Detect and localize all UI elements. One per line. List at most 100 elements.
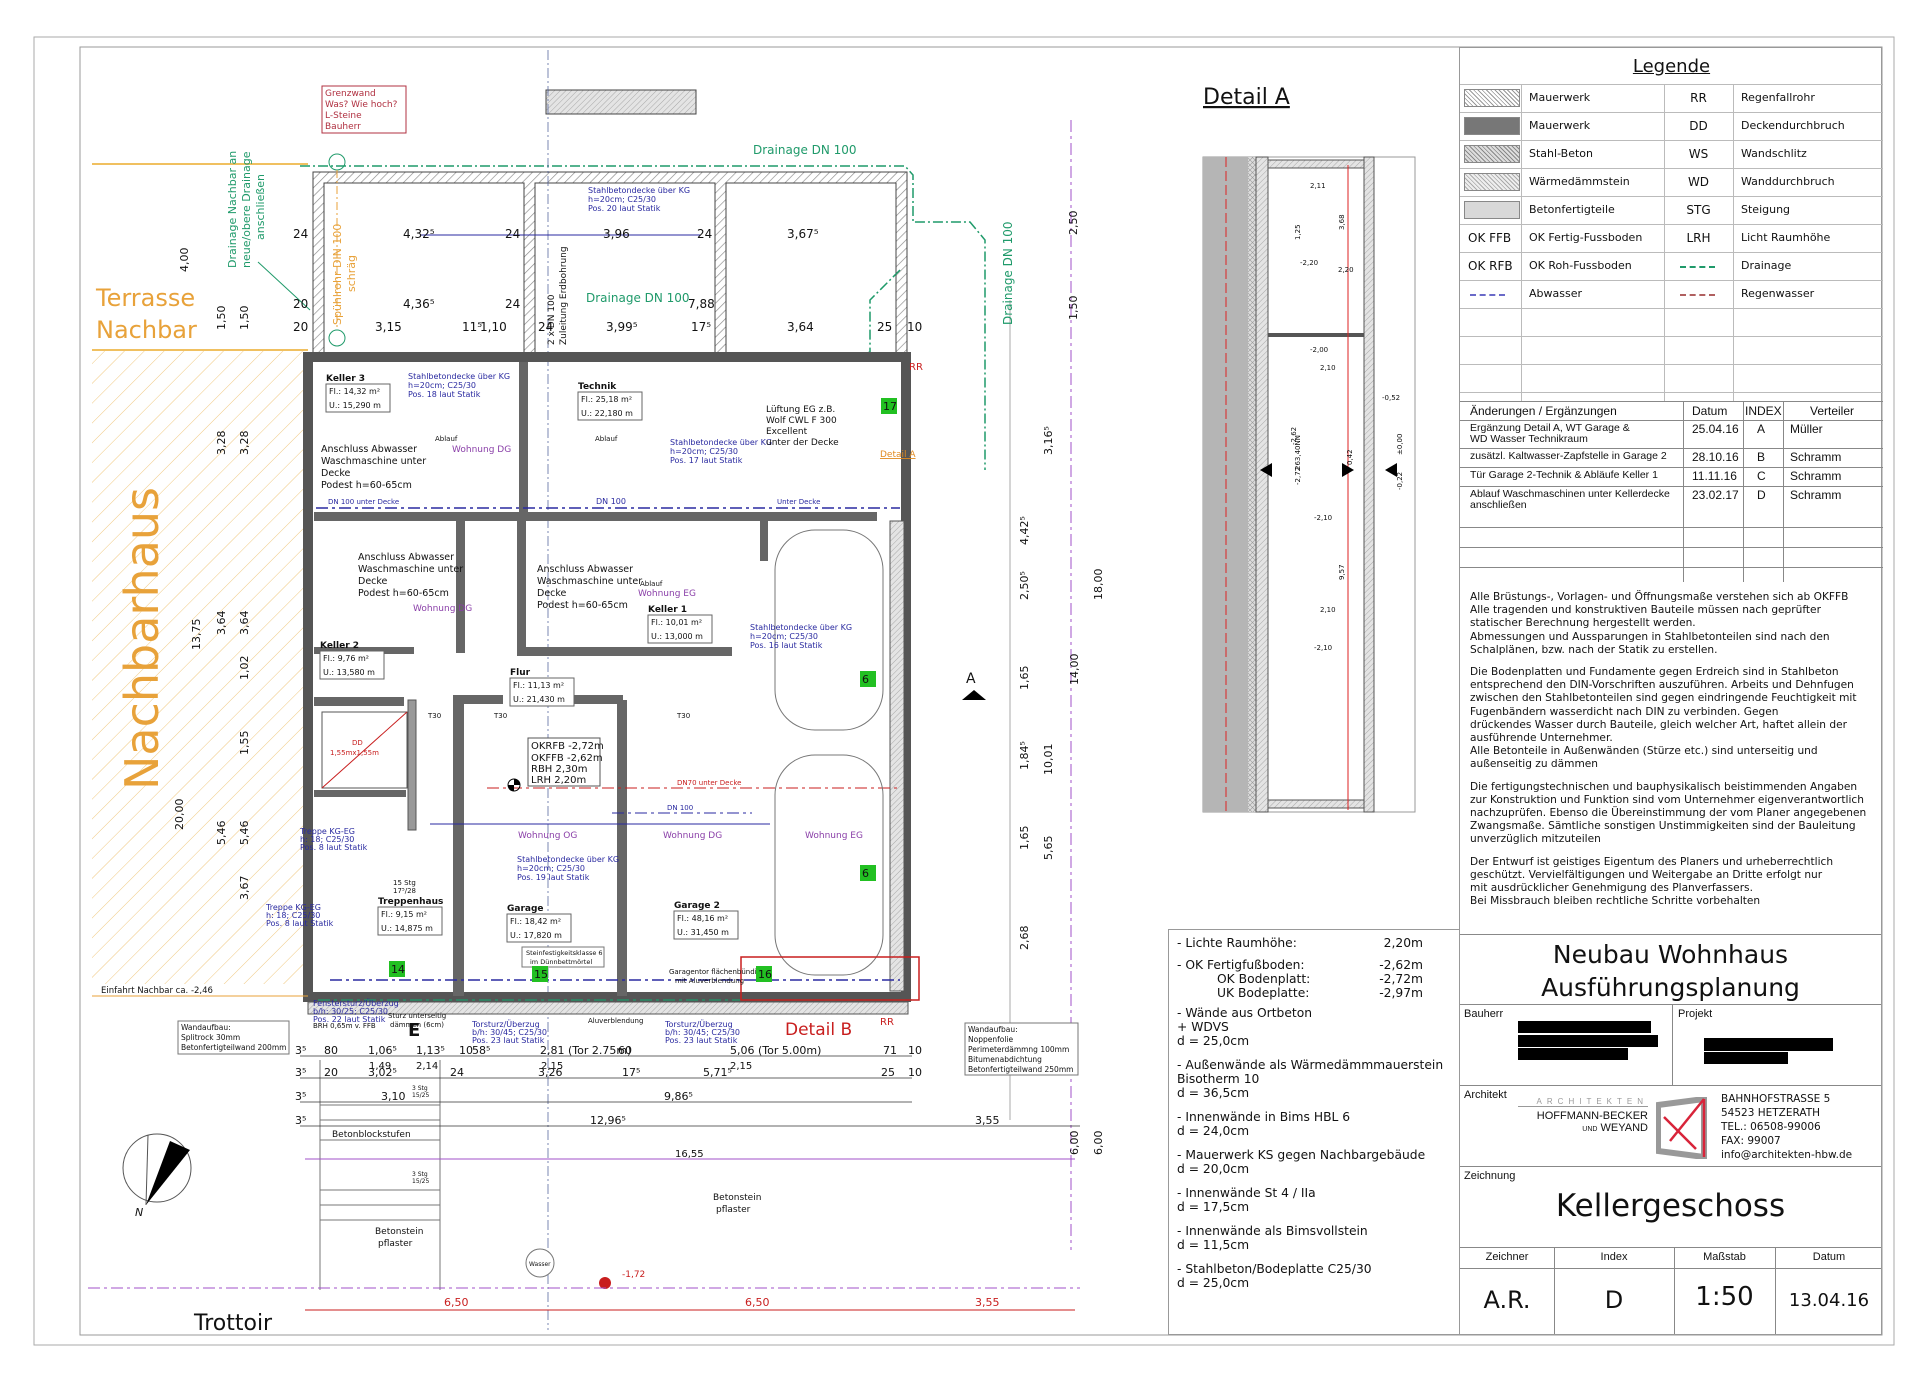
misc-labels: Ablauf Ablauf Ablauf DN 100 DN 100 unter…	[92, 362, 986, 1289]
wandaufbau-right-line: Bitumenabdichtung	[968, 1055, 1042, 1064]
torsturz-label: Torsturz/Überzug	[664, 1019, 733, 1029]
apartment-labels: Wohnung DG Wohnung EG Wohnung DG Wohnung…	[413, 445, 863, 841]
redacted-bauherr	[1518, 1048, 1628, 1060]
spec-text: - Wände aus Ortbeton + WDVS d = 25,0cm	[1177, 1006, 1313, 1048]
torsturz-label: Pos. 23 laut Statik	[665, 1036, 738, 1045]
dimension-label: 2,15	[730, 1061, 752, 1072]
dn100-label: DN 100	[596, 497, 626, 506]
pflaster-label: Betonstein	[713, 1193, 761, 1203]
drawing-frame	[79, 46, 1883, 1336]
level-okffb: OKFFB -2,62m	[531, 753, 603, 764]
treppe-label: Treppe KG-EG	[299, 827, 355, 836]
change-index: C	[1757, 469, 1766, 483]
grenzwand-note-box	[321, 85, 407, 134]
legend-swatch	[1464, 89, 1520, 107]
changes-header: Datum	[1692, 404, 1728, 418]
room-name: Flur	[510, 668, 531, 678]
room-area: Fl.: 11,13 m²	[513, 681, 564, 690]
dimension-label: 1,49	[369, 1061, 391, 1072]
project-title-line2: Ausführungsplanung	[1541, 973, 1800, 1002]
detail-a-label: ±0,00	[1396, 434, 1404, 455]
betonblockstufen-label: Betonblockstufen	[332, 1130, 411, 1140]
dn70-label: DN70 unter Decke	[677, 779, 741, 787]
detail-a-reference: Detail A	[880, 450, 916, 460]
dimension-label: 2,68	[1018, 926, 1031, 951]
drainage-label-mid: Drainage DN 100	[586, 291, 690, 305]
legend-meaning: Drainage	[1741, 259, 1792, 272]
spec-value: 2,20m	[1383, 936, 1423, 950]
marker-badge	[860, 865, 876, 881]
stairs-label: 15/25	[412, 1092, 429, 1099]
dimension-label: 4,36⁵	[403, 297, 435, 311]
light-well	[545, 89, 697, 115]
legend-symbol: OK RFB	[1468, 259, 1513, 273]
architect-address: BAHNHOFSTRASSE 5 54523 HETZERATH TEL.: 0…	[1721, 1092, 1852, 1162]
drainage-inspection-icon	[328, 153, 346, 171]
construction-specs: - Lichte Raumhöhe: 2,20m - OK Fertigfußb…	[1168, 929, 1460, 1335]
main-building-walls	[303, 352, 911, 1015]
change-description: Tür Garage 2-Technik & Abläufe Keller 1	[1470, 469, 1658, 481]
dimension-label: 3,96	[603, 227, 630, 241]
dimension-label: 17⁵	[622, 1066, 640, 1079]
section-marker-icon	[962, 690, 986, 700]
sheet-border	[33, 36, 1895, 1346]
legend-meaning: Steigung	[1741, 203, 1791, 216]
dimension-label: 1,06⁵	[368, 1044, 397, 1057]
einfahrt-label: Einfahrt Nachbar ca. -2,46	[101, 986, 213, 996]
changes-table: Änderungen / Ergänzungen Datum INDEX Ver…	[1460, 401, 1883, 582]
stairs-label: 15 Stg	[393, 879, 416, 887]
detail-a-label: 0,42	[1346, 449, 1354, 465]
architect-logo: ARCHITEKTEN HOFFMANN-BECKER UND WEYAND	[1518, 1097, 1648, 1134]
legend-swatch	[1464, 173, 1520, 191]
marker-badge	[881, 398, 897, 414]
wandaufbau-right-line: Perimeterdämmng 100mm	[968, 1045, 1069, 1054]
car-outline	[774, 529, 884, 731]
project-title: Neubau Wohnhaus Ausführungsplanung	[1460, 938, 1881, 1004]
room-perimeter: U.: 31,450 m	[677, 928, 729, 937]
ablauf-label: Ablauf	[640, 580, 663, 588]
steinfestigkeit-label: im Dünnbettmörtel	[530, 958, 592, 966]
note-line: Podest h=60-65cm	[358, 588, 449, 599]
terrasse-label: Terrasse	[95, 284, 195, 312]
note-line: anschließen	[254, 174, 267, 240]
detail-a-title: Detail A	[1203, 85, 1290, 110]
dimension-label: 24	[505, 297, 520, 311]
spec-text: OK Bodenplatt:	[1217, 972, 1311, 986]
note-line: Excellent	[766, 427, 808, 437]
dimension-label: 24	[538, 320, 553, 334]
dimension-label: 10,01	[1042, 744, 1055, 776]
wohnung-label: Wohnung OG	[518, 831, 577, 841]
dimension-label: 3,64	[787, 320, 814, 334]
zeichnung-label: Zeichnung	[1464, 1170, 1516, 1182]
dn100-label: DN 100	[667, 804, 693, 812]
room-area-box	[509, 677, 575, 707]
dimension-label: 3,67	[238, 876, 251, 901]
dimension-label: 3⁵	[295, 1044, 306, 1057]
wohnung-label: Wohnung EG	[805, 831, 863, 841]
dimension-label: 1,13⁵	[416, 1044, 445, 1057]
t30-label: T30	[427, 712, 441, 720]
change-by: Müller	[1790, 422, 1823, 436]
dimension-label: 3⁵	[295, 1066, 306, 1079]
note-paragraph: Der Entwurf ist geistiges Eigentum des P…	[1470, 855, 1834, 908]
dimension-label: 4,32⁵	[403, 227, 435, 241]
legend-abbr: LRH	[1686, 231, 1711, 245]
marker-badge	[756, 966, 772, 982]
legend-label: Mauerwerk	[1529, 91, 1591, 104]
address-line: BAHNHOFSTRASSE 5	[1721, 1093, 1831, 1105]
detail-a-label: 2,10	[1320, 606, 1336, 614]
projekt-label: Projekt	[1678, 1008, 1713, 1020]
dimension-label: 3,26	[538, 1066, 563, 1079]
legend-meaning: Wandschlitz	[1741, 147, 1807, 160]
legend-abbr: STG	[1686, 203, 1711, 217]
footer-header: Maßstab	[1703, 1251, 1746, 1263]
dimension-label: 5,06 (Tor 5.00m)	[730, 1044, 821, 1057]
legend-abbr: WD	[1687, 175, 1710, 189]
legend-swatch	[1464, 201, 1520, 219]
grenzwand-line: Bauherr	[325, 122, 361, 132]
dimension-label: 3,28	[238, 431, 251, 456]
detail-a-label: 2,10	[1320, 364, 1336, 372]
marker-number: 16	[758, 968, 772, 981]
reference-point-icon	[599, 1277, 611, 1289]
room-area: Fl.: 25,18 m²	[581, 395, 632, 404]
